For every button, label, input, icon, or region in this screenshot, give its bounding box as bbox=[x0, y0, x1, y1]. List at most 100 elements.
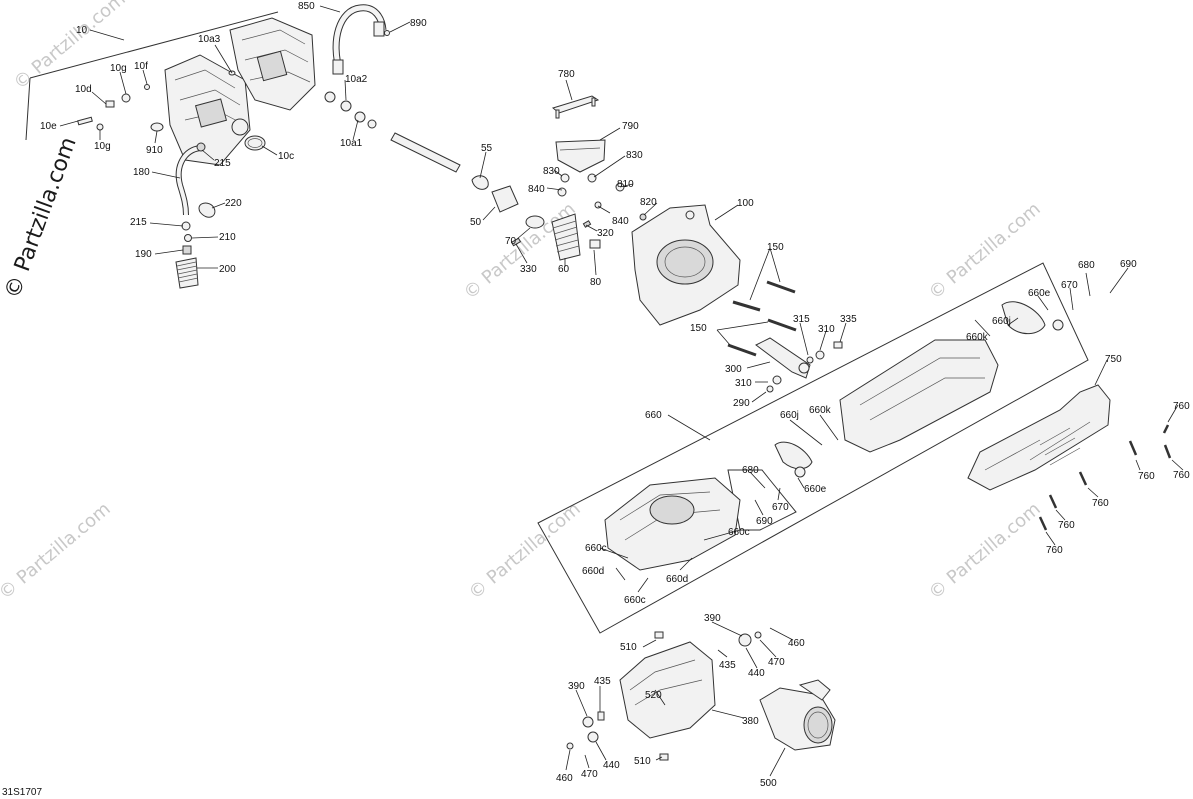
copyright-text: © Partzilla.com bbox=[0, 134, 82, 302]
label-440-2: 440 bbox=[603, 760, 620, 771]
label-180: 180 bbox=[133, 167, 150, 178]
label-150: 150 bbox=[767, 242, 784, 253]
drive-shaft bbox=[390, 132, 461, 173]
group-bracket-10 bbox=[25, 11, 279, 141]
label-910: 910 bbox=[146, 145, 163, 156]
label-500: 500 bbox=[760, 778, 777, 789]
label-300: 300 bbox=[725, 364, 742, 375]
label-70: 70 bbox=[505, 236, 517, 247]
label-680-2: 680 bbox=[742, 465, 759, 476]
label-10d: 10d bbox=[75, 84, 92, 95]
watermarks: © Partzilla.com © Partzilla.com © Partzi… bbox=[0, 0, 1045, 604]
watermark: © Partzilla.com bbox=[0, 498, 115, 603]
label-320: 320 bbox=[597, 228, 614, 239]
leader-lines bbox=[59, 5, 1184, 777]
label-680: 680 bbox=[1078, 260, 1095, 271]
label-670: 670 bbox=[1061, 280, 1078, 291]
label-660k: 660k bbox=[966, 332, 989, 343]
label-210: 210 bbox=[219, 232, 236, 243]
o-rings-10a bbox=[324, 91, 377, 129]
label-10a1: 10a1 bbox=[340, 138, 363, 149]
label-760-2: 760 bbox=[1138, 471, 1155, 482]
label-380: 380 bbox=[742, 716, 759, 727]
label-670-2: 670 bbox=[772, 502, 789, 513]
label-830-2: 830 bbox=[626, 150, 643, 161]
label-690-2: 690 bbox=[756, 516, 773, 527]
bracket-300 bbox=[755, 337, 843, 393]
vent-hose-180 bbox=[175, 142, 216, 289]
label-760-4: 760 bbox=[1092, 498, 1109, 509]
label-10: 10 bbox=[76, 25, 88, 36]
label-660k-2: 660k bbox=[809, 405, 832, 416]
label-750: 750 bbox=[1105, 354, 1122, 365]
label-220: 220 bbox=[225, 198, 242, 209]
label-890: 890 bbox=[410, 18, 427, 29]
muffler-660 bbox=[604, 339, 999, 571]
label-760: 760 bbox=[1173, 401, 1190, 412]
label-10g-2: 10g bbox=[94, 141, 111, 152]
label-435: 435 bbox=[719, 660, 736, 671]
watermark: © Partzilla.com bbox=[10, 0, 130, 94]
label-390-2: 390 bbox=[568, 681, 585, 692]
label-460: 460 bbox=[788, 638, 805, 649]
label-760-5: 760 bbox=[1058, 520, 1075, 531]
label-780: 780 bbox=[558, 69, 575, 80]
label-390: 390 bbox=[704, 613, 721, 624]
label-10c: 10c bbox=[278, 151, 294, 162]
label-510-2: 510 bbox=[634, 756, 651, 767]
watermark: © Partzilla.com bbox=[925, 198, 1045, 303]
label-460-2: 460 bbox=[556, 773, 573, 784]
label-660d-2: 660d bbox=[666, 574, 688, 585]
label-790: 790 bbox=[622, 121, 639, 132]
label-330: 330 bbox=[520, 264, 537, 275]
label-470-2: 470 bbox=[581, 769, 598, 780]
label-10f: 10f bbox=[134, 61, 148, 72]
label-310-2: 310 bbox=[735, 378, 752, 389]
strap-850 bbox=[332, 4, 390, 75]
label-100: 100 bbox=[737, 198, 754, 209]
label-660c: 660c bbox=[728, 527, 750, 538]
housing-100 bbox=[631, 204, 741, 326]
label-315: 315 bbox=[793, 314, 810, 325]
label-850: 850 bbox=[298, 1, 315, 12]
heat-shields bbox=[774, 301, 1064, 478]
label-830: 830 bbox=[543, 166, 560, 177]
watermark: © Partzilla.com bbox=[465, 498, 585, 603]
label-840: 840 bbox=[528, 184, 545, 195]
screws-760 bbox=[1038, 424, 1172, 531]
label-760-3: 760 bbox=[1173, 470, 1190, 481]
label-820: 820 bbox=[640, 197, 657, 208]
label-760-6: 760 bbox=[1046, 545, 1063, 556]
cover-750 bbox=[967, 384, 1111, 491]
label-50: 50 bbox=[470, 217, 482, 228]
label-200: 200 bbox=[219, 264, 236, 275]
label-660: 660 bbox=[645, 410, 662, 421]
bolts-150 bbox=[727, 280, 797, 357]
label-660d: 660d bbox=[582, 566, 604, 577]
diagram-code: 31S1707 bbox=[2, 787, 42, 798]
part-labels: 10 10a3 10g 10f 10d 10e 10g 910 215 10c … bbox=[40, 1, 1190, 789]
label-10g: 10g bbox=[110, 63, 127, 74]
label-310: 310 bbox=[818, 324, 835, 335]
housing-10 bbox=[164, 17, 316, 166]
label-660c-2: 660c bbox=[585, 543, 607, 554]
bracket-380 bbox=[566, 631, 762, 761]
label-55: 55 bbox=[481, 143, 493, 154]
exhaust-elbow-500 bbox=[759, 679, 836, 751]
label-660j-2: 660j bbox=[780, 410, 799, 421]
label-215-2: 215 bbox=[130, 217, 147, 228]
label-660e: 660e bbox=[1028, 288, 1051, 299]
label-660j: 660j bbox=[992, 316, 1011, 327]
watermark: © Partzilla.com bbox=[925, 498, 1045, 603]
label-840-2: 840 bbox=[612, 216, 629, 227]
label-660e-2: 660e bbox=[804, 484, 827, 495]
label-660c-3: 660c bbox=[624, 595, 646, 606]
label-215: 215 bbox=[214, 158, 231, 169]
label-290: 290 bbox=[733, 398, 750, 409]
label-190: 190 bbox=[135, 249, 152, 260]
label-60: 60 bbox=[558, 264, 570, 275]
boot-assembly bbox=[471, 175, 647, 261]
label-10e: 10e bbox=[40, 121, 57, 132]
label-520: 520 bbox=[645, 690, 662, 701]
